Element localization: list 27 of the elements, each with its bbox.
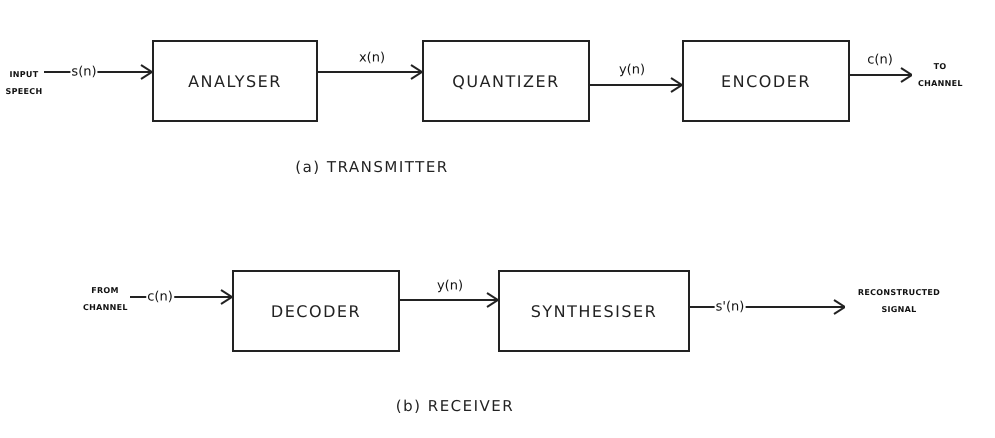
edge-label: y(n) [618,62,646,78]
diagram-caption: (b) RECEIVER [396,397,514,415]
edge-label: x(n) [358,50,386,66]
edge-label: c(n) [866,52,894,68]
process-box [232,270,400,352]
edge-label: s(n) [70,64,98,80]
diagram-caption: (a) TRANSMITTER [295,158,449,176]
signal-note: TO CHANNEL [918,61,962,90]
box-label: ANALYSER [188,72,282,90]
edge-label: c(n) [146,290,174,304]
box-label: DECODER [270,302,362,320]
process-box [682,40,850,122]
box-label: ENCODER [721,72,811,90]
arrow [590,77,683,93]
process-box [422,40,590,122]
arrow [400,292,499,308]
process-box [498,270,690,352]
edge-label: s'(n) [714,300,746,314]
box-label: SYNTHESISER [530,302,658,320]
signal-note: RECONSTRUCTED SIGNAL [856,287,942,316]
box-label: QUANTIZER [452,72,560,90]
signal-note: INPUT SPEECH [4,69,44,98]
edge-label: y(n) [436,278,464,294]
arrow [850,67,913,83]
arrow [318,64,423,80]
signal-note: FROM CHANNEL [83,285,127,314]
process-box [152,40,318,122]
